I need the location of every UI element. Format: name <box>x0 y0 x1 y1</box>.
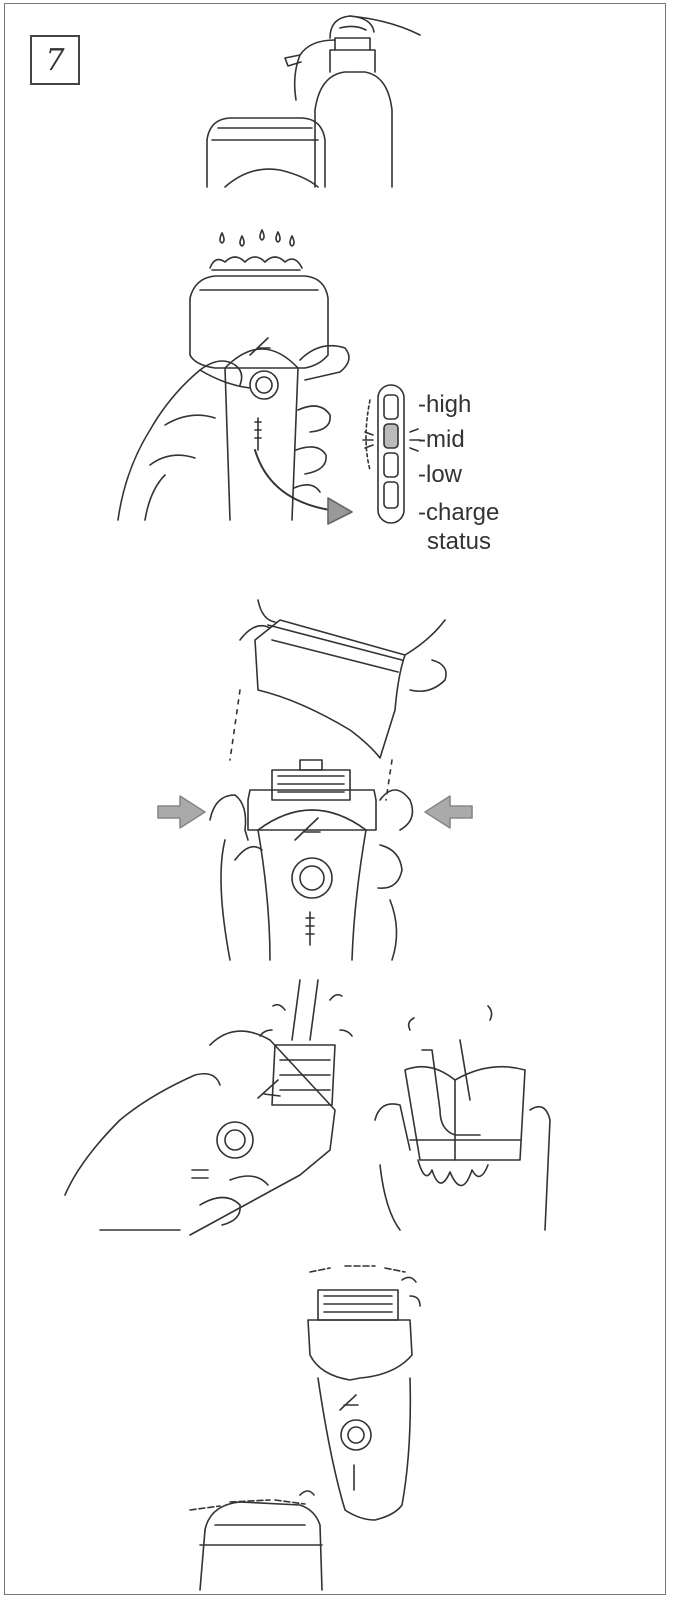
illustration-dry <box>190 1266 420 1590</box>
battery-level-charge: -charge <box>418 501 499 525</box>
battery-level-mid: -mid <box>418 428 465 452</box>
battery-status-label: status <box>427 530 491 554</box>
battery-level-high: -high <box>418 393 471 417</box>
battery-level-low: -low <box>418 463 462 487</box>
illustration-rinse <box>65 980 550 1235</box>
illustration-shaver-power <box>118 230 420 524</box>
illustration-soap-pump <box>207 16 420 187</box>
illustration-remove-frame <box>158 600 472 960</box>
